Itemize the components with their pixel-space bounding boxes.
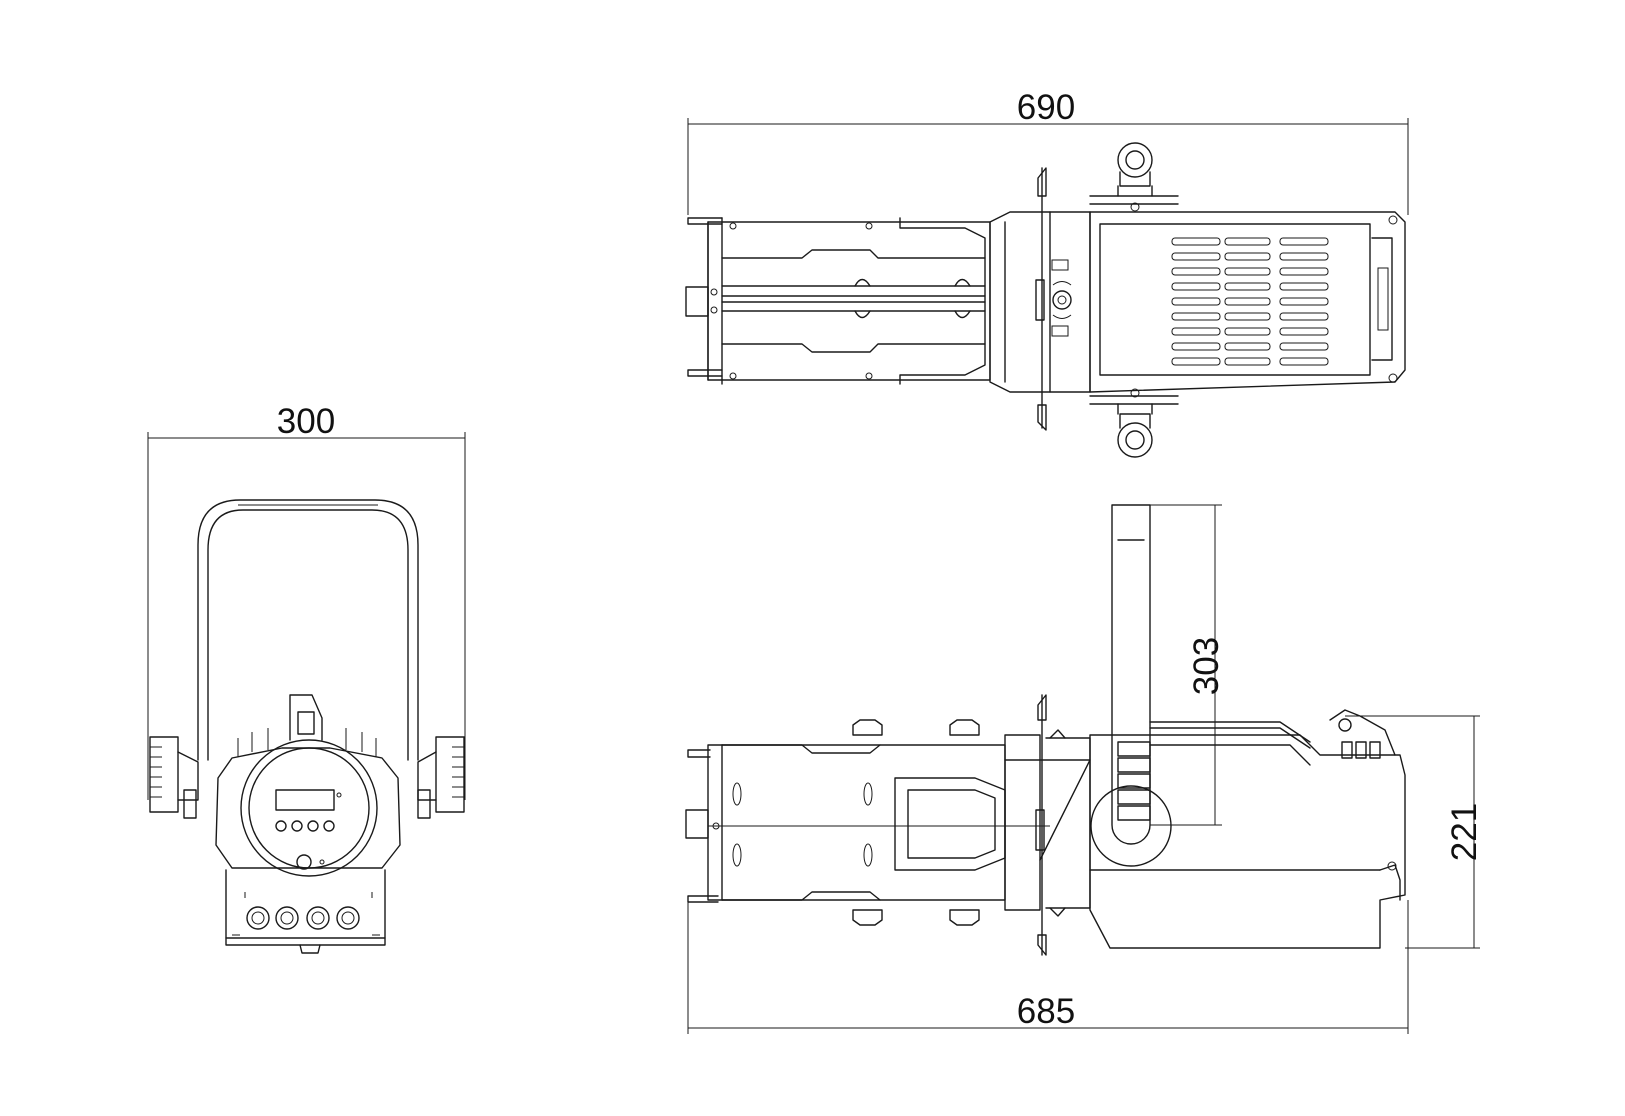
up-button	[291, 820, 303, 832]
front-view: 300	[147, 402, 466, 954]
connectors	[246, 906, 360, 930]
dimension-label-303: 303	[1187, 637, 1226, 695]
dimension-303: 303	[1112, 504, 1226, 826]
front-body	[215, 694, 401, 869]
left-yoke-knob	[149, 736, 199, 819]
side-center-section	[1004, 694, 1091, 956]
side-lens-barrel	[685, 719, 1050, 926]
front-yoke	[197, 499, 419, 761]
dimension-label-300: 300	[277, 402, 335, 441]
connector-panel	[225, 869, 386, 954]
dimension-690: 690	[687, 88, 1409, 215]
top-view: 690	[685, 88, 1409, 458]
top-rear-housing	[1089, 211, 1406, 393]
dimension-label-690: 690	[1017, 88, 1075, 127]
top-center-section	[989, 167, 1091, 431]
side-yoke-arm	[1090, 504, 1172, 867]
menu-button	[275, 820, 287, 832]
vent-slots	[1171, 237, 1329, 366]
dimension-221: 221	[1345, 715, 1484, 949]
dimension-300: 300	[147, 402, 466, 800]
dimension-label-685: 685	[1017, 992, 1075, 1031]
control-panel	[240, 739, 378, 877]
display-screen	[275, 789, 335, 811]
ir-sensor	[296, 854, 312, 870]
top-lens-barrel	[685, 217, 991, 385]
down-button	[307, 820, 319, 832]
shutter-knobs	[852, 719, 980, 926]
side-view: 685 303 221	[685, 504, 1484, 1034]
top-yoke-knob-lower	[1089, 388, 1179, 458]
dimension-label-221: 221	[1445, 803, 1484, 861]
top-yoke-knob-upper	[1089, 142, 1179, 212]
right-yoke-knob	[417, 736, 465, 819]
side-rear-housing	[1089, 709, 1406, 949]
enter-button	[323, 820, 335, 832]
dimension-685: 685	[687, 900, 1409, 1034]
